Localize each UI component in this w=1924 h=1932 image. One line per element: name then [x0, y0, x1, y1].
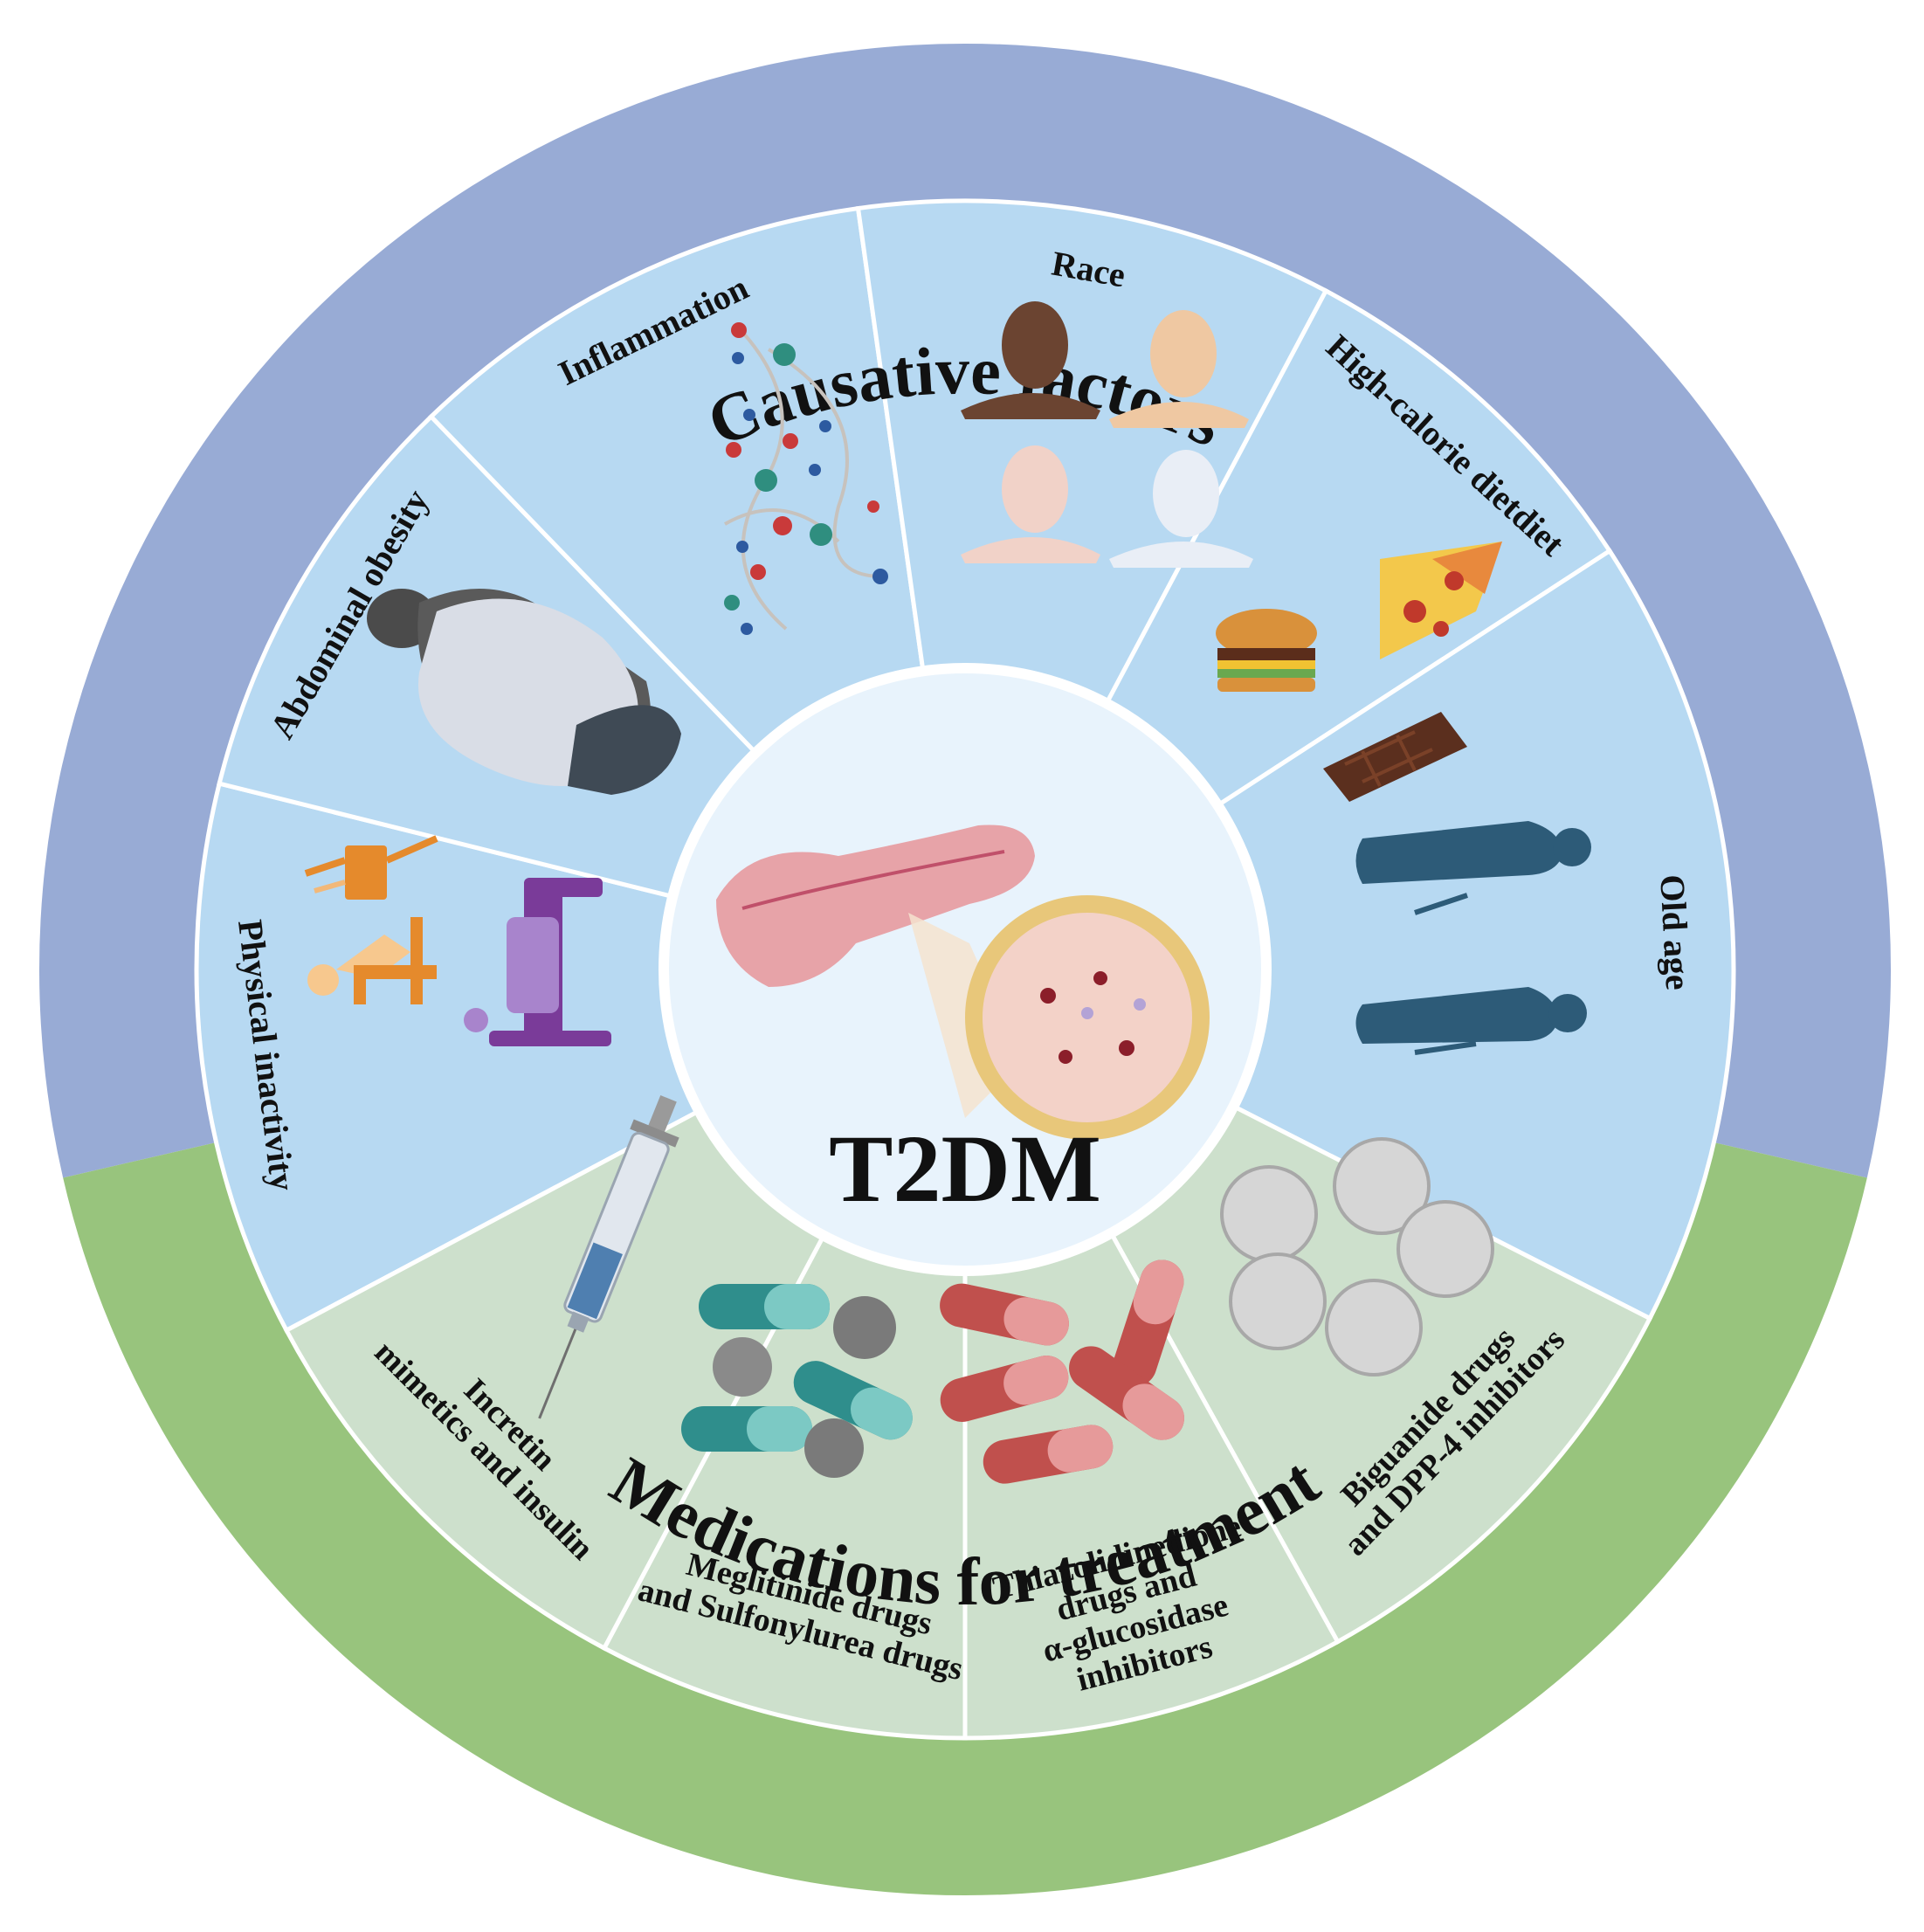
- center-label: T2DM: [829, 1115, 1101, 1222]
- icons-layer: [304, 301, 1591, 1484]
- pancreas-with-islet-icon: [716, 825, 1210, 1140]
- red-capsules-icon: [940, 1259, 1184, 1484]
- fast-food-icon: [1216, 542, 1502, 802]
- inflammation-network-icon: [724, 322, 888, 635]
- outer-ring-green: [63, 1142, 1867, 1895]
- outer-ring-blue: [38, 43, 1892, 1178]
- sedentary-person-and-treadmill-icon: [304, 835, 611, 1046]
- teal-capsules-and-tablets-icon: [681, 1284, 913, 1478]
- syringe-icon: [538, 1094, 679, 1419]
- obese-person-icon: [367, 589, 681, 795]
- human-heads-icon: [961, 301, 1253, 568]
- white-tablets-icon: [1220, 1137, 1494, 1377]
- causative-factor-label: Old age: [1652, 873, 1698, 990]
- elderly-people-icon: [1355, 821, 1591, 1055]
